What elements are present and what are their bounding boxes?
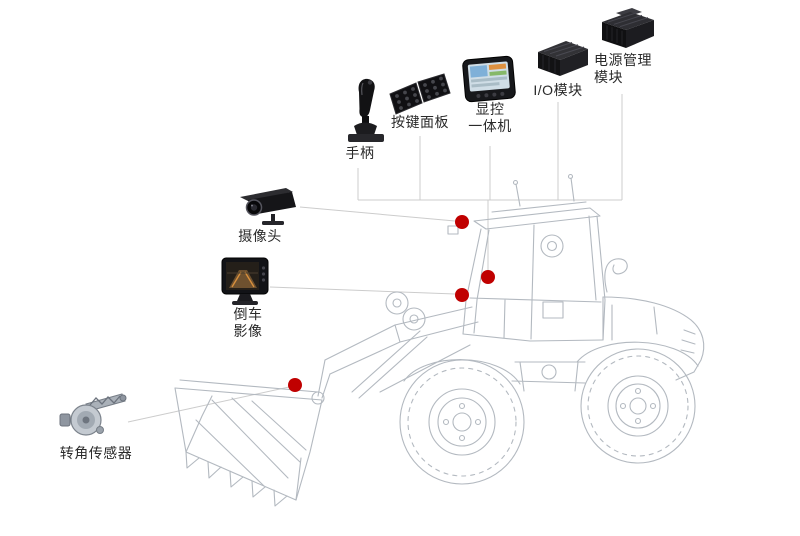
- front-wheel: [399, 359, 525, 485]
- keypad-icon: [389, 73, 451, 115]
- label-rear-view-monitor-line2: 影像: [233, 323, 263, 339]
- label-joystick: 手柄: [345, 145, 375, 161]
- label-rear-view-monitor-line1: 倒车: [233, 306, 263, 322]
- display-terminal-icon: [462, 55, 516, 103]
- connector-top-bus: [357, 94, 623, 270]
- wheel-loader-sketch: [174, 173, 705, 507]
- frame: [403, 359, 586, 392]
- label-power-module-line1: 电源管理: [594, 52, 652, 68]
- marker-roof-camera: [455, 215, 469, 229]
- connector-lines: [127, 94, 623, 423]
- io-module-icon: [538, 41, 588, 76]
- connector-angle-sensor: [127, 386, 290, 423]
- marker-boom-base: [455, 288, 469, 302]
- connection-markers: [288, 215, 495, 392]
- label-rear-view-monitor: 倒车 影像: [220, 306, 276, 340]
- angle-sensor-icon: [59, 393, 127, 436]
- joystick-icon: [348, 78, 384, 142]
- rear-view-monitor-icon: [221, 257, 269, 305]
- camera-icon: [240, 188, 296, 225]
- label-power-module: 电源管理 模块: [594, 52, 674, 86]
- label-power-module-line2: 模块: [594, 69, 623, 85]
- marker-bucket-hinge: [288, 378, 302, 392]
- rear-wheel: [580, 348, 696, 464]
- cab: [447, 173, 606, 342]
- power-module-icon: [602, 8, 654, 48]
- label-camera: 摄像头: [238, 228, 282, 244]
- rear-body: [576, 258, 705, 381]
- bucket-teeth: [185, 451, 288, 507]
- connector-monitor: [269, 286, 456, 295]
- label-io-module: I/O模块: [533, 82, 583, 98]
- connector-camera: [299, 206, 456, 222]
- marker-cab-display: [481, 270, 495, 284]
- label-keypad: 按键面板: [391, 114, 449, 130]
- label-angle-sensor: 转角传感器: [59, 445, 133, 461]
- label-display-terminal: 显控 一体机: [460, 101, 520, 135]
- label-display-terminal-line2: 一体机: [468, 118, 512, 134]
- bucket: [174, 379, 323, 507]
- boom-arm: [311, 291, 479, 405]
- label-display-terminal-line1: 显控: [475, 101, 505, 117]
